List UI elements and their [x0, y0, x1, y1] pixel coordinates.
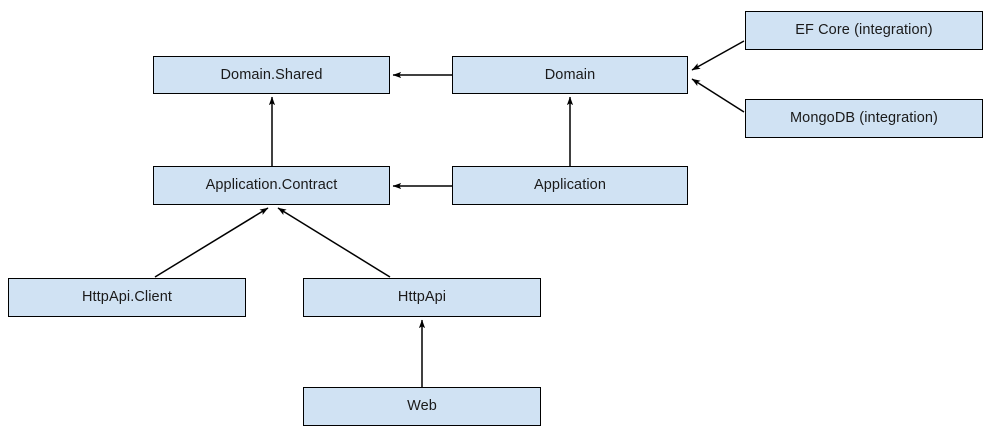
edge-httpapi-to-app-contract: [277, 207, 391, 278]
node-web[interactable]: Web: [303, 387, 541, 426]
node-httpapi[interactable]: HttpApi: [303, 278, 541, 317]
node-label: MongoDB (integration): [790, 110, 938, 127]
node-label: HttpApi: [397, 289, 447, 306]
node-application-contract[interactable]: Application.Contract: [153, 166, 390, 205]
edge-ef-core-to-domain: [691, 40, 745, 71]
node-mongodb-integration[interactable]: MongoDB (integration): [745, 99, 983, 138]
node-application[interactable]: Application: [452, 166, 688, 205]
node-label: Application.Contract: [205, 177, 338, 194]
edge-httpapi-client-to-app-contract: [154, 207, 269, 278]
edge-mongodb-to-domain: [691, 78, 745, 113]
node-httpapi-client[interactable]: HttpApi.Client: [8, 278, 246, 317]
node-label: Web: [407, 398, 437, 415]
node-label: EF Core (integration): [795, 22, 933, 39]
node-domain[interactable]: Domain: [452, 56, 688, 94]
node-label: Application: [533, 177, 607, 194]
node-label: HttpApi.Client: [81, 289, 173, 306]
node-ef-core-integration[interactable]: EF Core (integration): [745, 11, 983, 50]
node-label: Domain.Shared: [220, 66, 323, 83]
node-label: Domain: [544, 66, 596, 83]
node-domain-shared[interactable]: Domain.Shared: [153, 56, 390, 94]
